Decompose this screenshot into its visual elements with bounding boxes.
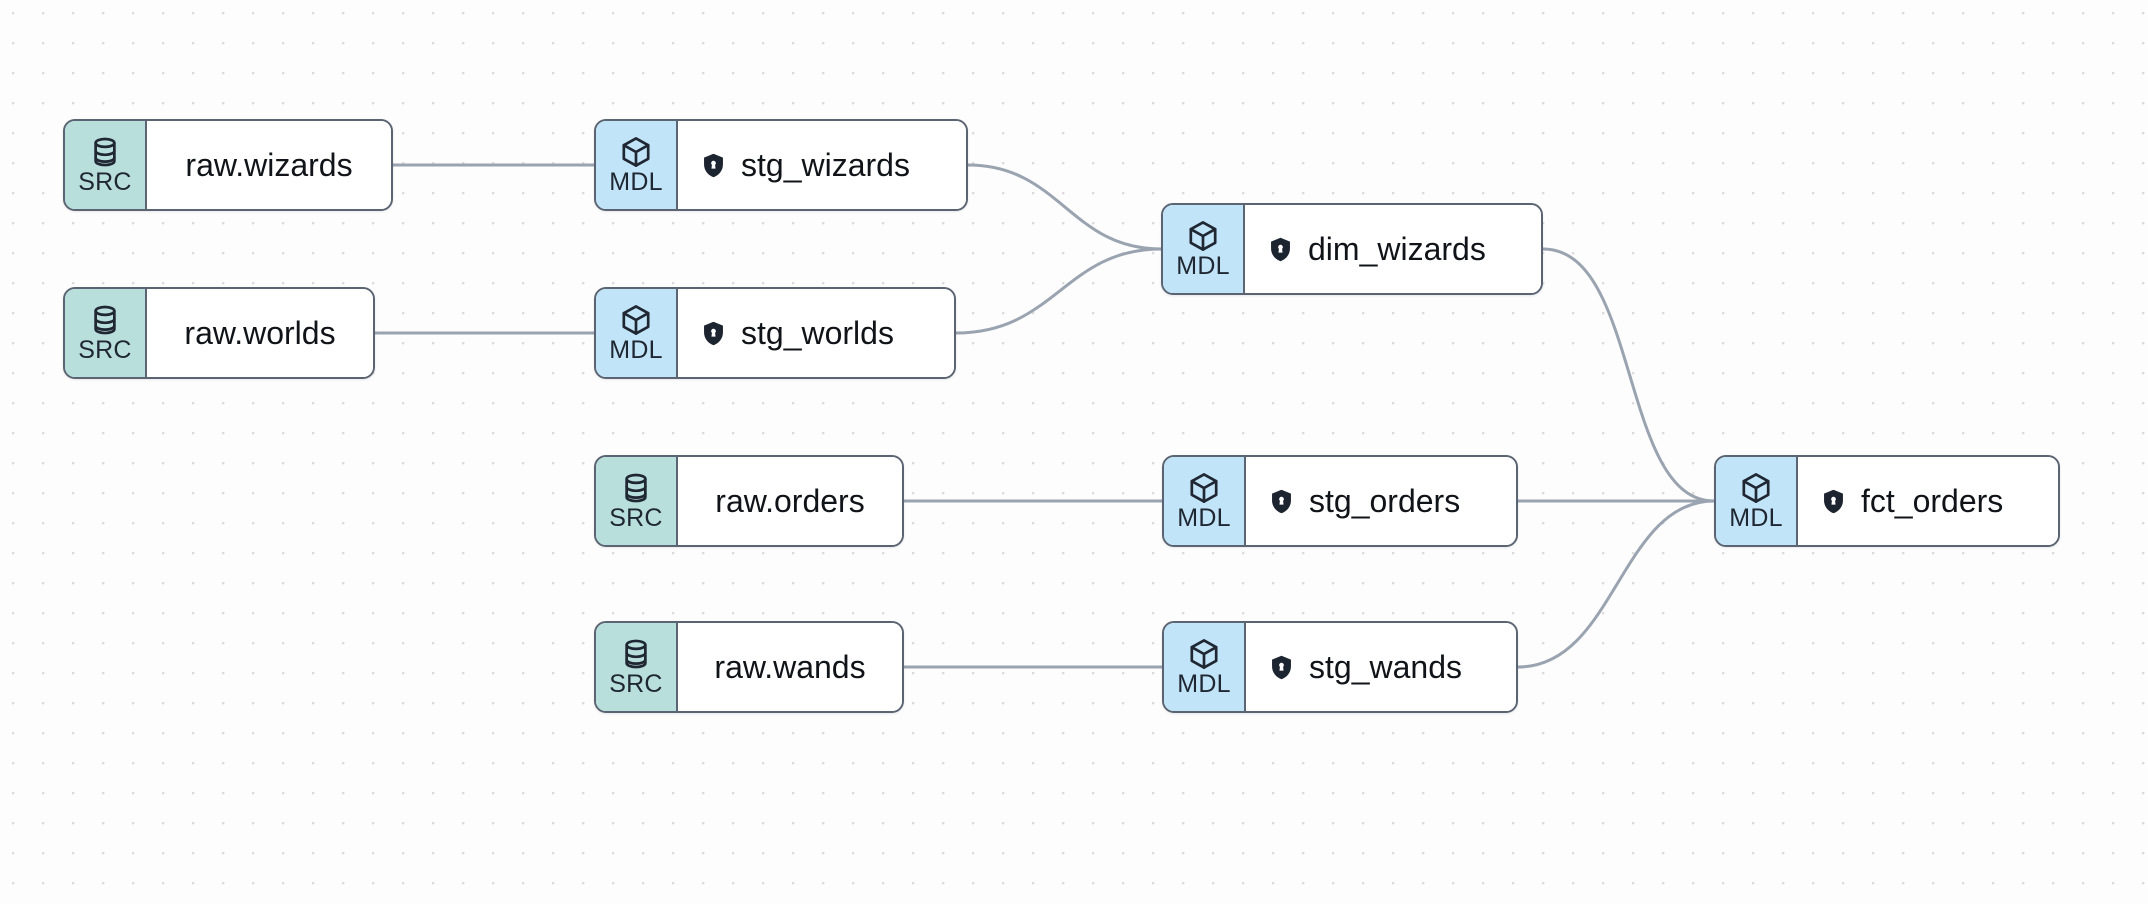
node-body-stg_orders: stg_orders bbox=[1246, 457, 1516, 545]
edge-stg_wizards-dim_wizards bbox=[966, 163, 1163, 251]
shield-lock-icon bbox=[1272, 489, 1291, 513]
database-icon bbox=[625, 473, 647, 503]
node-type-badge-stg_orders: MDL bbox=[1164, 457, 1246, 545]
shield-lock-icon bbox=[1271, 237, 1290, 261]
node-type-label: MDL bbox=[1729, 504, 1783, 532]
node-body-stg_wizards: stg_wizards bbox=[678, 121, 966, 209]
node-label: raw.worlds bbox=[184, 314, 336, 351]
shield-lock-icon bbox=[704, 321, 723, 345]
node-stg_orders[interactable]: MDL stg_orders bbox=[1162, 455, 1518, 547]
node-body-stg_wands: stg_wands bbox=[1246, 623, 1516, 711]
node-body-raw_orders: raw.orders bbox=[678, 457, 902, 545]
node-fct_orders[interactable]: MDL fct_orders bbox=[1714, 455, 2060, 547]
node-stg_wands[interactable]: MDL stg_wands bbox=[1162, 621, 1518, 713]
node-stg_worlds[interactable]: MDL stg_worlds bbox=[594, 287, 956, 379]
node-label: dim_wizards bbox=[1308, 230, 1486, 267]
node-type-badge-stg_wizards: MDL bbox=[596, 121, 678, 209]
node-body-stg_worlds: stg_worlds bbox=[678, 289, 954, 377]
edge-dim_wizards-fct_orders bbox=[1541, 247, 1716, 503]
node-raw_worlds[interactable]: SRC raw.worlds bbox=[63, 287, 375, 379]
node-label: fct_orders bbox=[1861, 482, 2004, 519]
node-type-label: MDL bbox=[1176, 252, 1230, 280]
cube-icon bbox=[1190, 473, 1218, 503]
cube-icon bbox=[622, 137, 650, 167]
database-icon bbox=[94, 305, 116, 335]
node-body-dim_wizards: dim_wizards bbox=[1245, 205, 1541, 293]
cube-icon bbox=[1742, 473, 1770, 503]
node-type-label: SRC bbox=[609, 504, 663, 532]
node-raw_orders[interactable]: SRC raw.orders bbox=[594, 455, 904, 547]
node-body-fct_orders: fct_orders bbox=[1798, 457, 2058, 545]
node-body-raw_wands: raw.wands bbox=[678, 623, 902, 711]
node-type-badge-stg_worlds: MDL bbox=[596, 289, 678, 377]
database-icon bbox=[94, 137, 116, 167]
cube-icon bbox=[1190, 639, 1218, 669]
node-label: raw.wands bbox=[714, 648, 866, 685]
node-body-raw_wizards: raw.wizards bbox=[147, 121, 391, 209]
node-type-label: MDL bbox=[1177, 670, 1231, 698]
shield-lock-icon bbox=[1272, 655, 1291, 679]
node-label: stg_wizards bbox=[741, 146, 910, 183]
cube-icon bbox=[622, 305, 650, 335]
edge-stg_wands-fct_orders bbox=[1516, 499, 1716, 669]
node-type-badge-raw_wands: SRC bbox=[596, 623, 678, 711]
node-type-badge-fct_orders: MDL bbox=[1716, 457, 1798, 545]
node-type-label: MDL bbox=[609, 168, 663, 196]
node-dim_wizards[interactable]: MDL dim_wizards bbox=[1161, 203, 1543, 295]
node-label: raw.wizards bbox=[185, 146, 353, 183]
cube-icon bbox=[1189, 221, 1217, 251]
node-type-badge-dim_wizards: MDL bbox=[1163, 205, 1245, 293]
node-type-badge-raw_worlds: SRC bbox=[65, 289, 147, 377]
node-type-label: SRC bbox=[78, 336, 132, 364]
node-type-badge-raw_orders: SRC bbox=[596, 457, 678, 545]
node-type-badge-stg_wands: MDL bbox=[1164, 623, 1246, 711]
shield-lock-icon bbox=[704, 153, 723, 177]
node-type-label: MDL bbox=[1177, 504, 1231, 532]
node-label: stg_wands bbox=[1309, 648, 1462, 685]
node-raw_wizards[interactable]: SRC raw.wizards bbox=[63, 119, 393, 211]
node-type-label: SRC bbox=[78, 168, 132, 196]
node-body-raw_worlds: raw.worlds bbox=[147, 289, 373, 377]
node-type-label: SRC bbox=[609, 670, 663, 698]
node-type-label: MDL bbox=[609, 336, 663, 364]
node-label: raw.orders bbox=[715, 482, 865, 519]
shield-lock-icon bbox=[1824, 489, 1843, 513]
node-label: stg_worlds bbox=[741, 314, 894, 351]
node-label: stg_orders bbox=[1309, 482, 1461, 519]
database-icon bbox=[625, 639, 647, 669]
node-type-badge-raw_wizards: SRC bbox=[65, 121, 147, 209]
node-raw_wands[interactable]: SRC raw.wands bbox=[594, 621, 904, 713]
edge-stg_worlds-dim_wizards bbox=[954, 247, 1163, 335]
node-stg_wizards[interactable]: MDL stg_wizards bbox=[594, 119, 968, 211]
